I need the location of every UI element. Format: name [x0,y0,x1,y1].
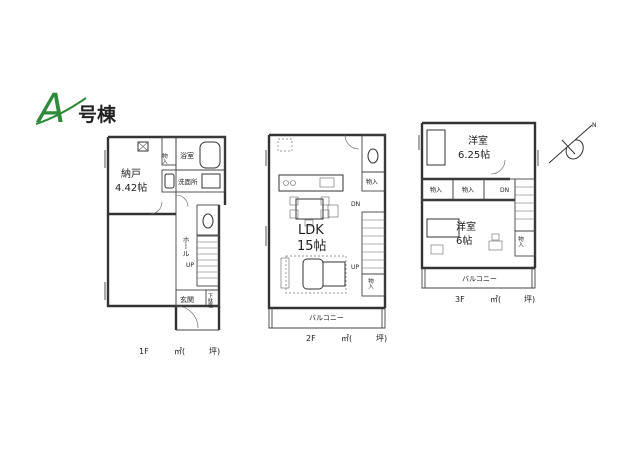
1f-closet-label: 物入 [161,152,168,165]
floor-1f: 納戸 4.42帖 浴室 洗面所 物入 ホール UP 玄関 下駄箱 1F ㎡( 坪… [104,135,227,356]
bed-bottom [426,218,460,238]
rug [285,255,347,294]
1f-storage-room-size: 4.42帖 [115,181,147,194]
2f-dn-label: DN [351,201,360,208]
bed-top [426,129,446,166]
3f-dn-label: DN [500,187,509,194]
3f-area-unit: ㎡( [490,295,501,304]
1f-entrance-label: 玄関 [180,295,194,304]
1f-storage-room-name: 納戸 [121,167,141,180]
toilet-icon [202,213,214,229]
1f-tsubo-unit: 坪) [209,347,220,356]
3f-closet-3: 物入 [517,235,524,248]
compass-label: N [592,122,597,129]
building-title: A 号棟 [35,86,117,132]
floor-3f: 洋室 6.25帖 洋室 6帖 物入 物入 物入 DN バルコニー 3F ㎡( 坪… [418,121,539,304]
floor-2f: LDK 15帖 物入 物入 物入 DN UP バルコニー 2F ㎡( 坪) [265,133,387,343]
3f-balcony-label: バルコニー [462,275,497,283]
2f-up-label: UP [351,264,359,271]
washer-icon [201,173,221,189]
sofa [302,258,324,290]
building-suffix: 号棟 [78,103,117,126]
2f-floor-label: 2F [306,334,316,343]
2f-ldk-name: LDK [298,223,324,238]
2f-tsubo-unit: 坪) [376,334,387,343]
1f-up-label: UP [186,262,194,269]
2f-closet-1: 物入 [366,178,378,186]
3f-closet-1: 物入 [430,186,442,194]
2f-ldk-size: 15帖 [297,239,327,254]
3f-room-a-size: 6.25帖 [458,148,490,161]
1f-washroom-label: 洗面所 [178,177,198,186]
1f-floor-label: 1F [139,347,149,356]
building-letter: A [35,86,65,132]
3f-tsubo-unit: 坪) [524,295,535,304]
3f-closet-2: 物入 [462,186,474,194]
2f-area-unit: ㎡( [341,334,352,343]
1f-shoe-box-label: 下駄箱 [207,293,213,309]
washbasin-icon [164,173,175,189]
title-swoosh [35,97,87,125]
1f-bath-label: 浴室 [180,151,194,160]
1f-hall-label: ホール [182,236,190,257]
3f-room-b-size: 6帖 [456,234,472,247]
3f-room-b-name: 洋室 [456,220,476,233]
toilet-icon-2f [367,148,379,164]
2f-closet-2: 物入 [367,277,374,290]
2f-closet-3: 物入 [294,136,306,144]
3f-room-a-name: 洋室 [468,134,488,147]
3f-floor-label: 3F [455,295,465,304]
compass-icon: N [548,122,597,164]
1f-area-unit: ㎡( [174,347,185,356]
2f-balcony-label: バルコニー [309,314,344,322]
dining-table [295,198,324,220]
bathtub-icon [199,141,221,169]
